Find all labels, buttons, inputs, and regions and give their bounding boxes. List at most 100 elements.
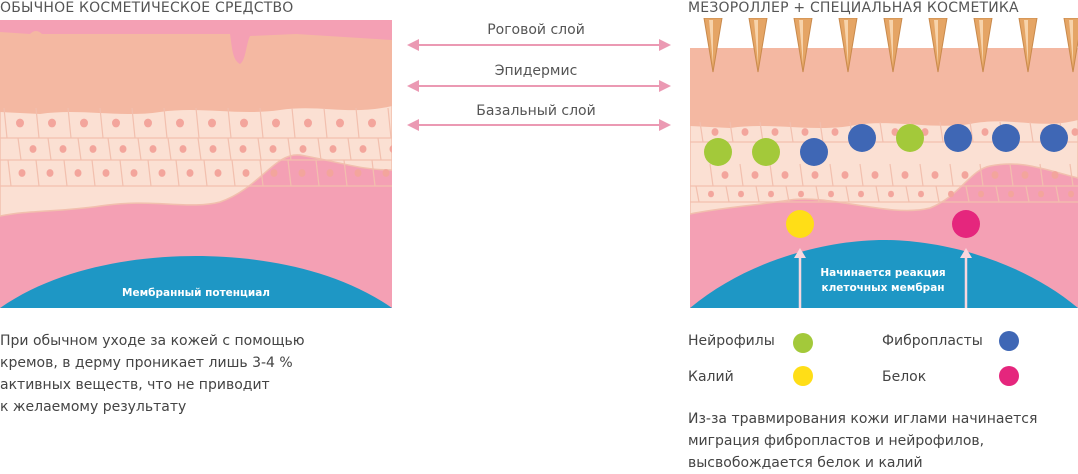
cell-nucleus — [768, 191, 774, 198]
cell-nucleus — [150, 145, 157, 153]
cell-nucleus — [1068, 191, 1074, 198]
cell-nucleus — [16, 119, 24, 128]
cell-nucleus — [798, 191, 804, 198]
cell-nucleus — [1022, 171, 1029, 179]
legend-dot-potassium — [793, 366, 813, 386]
legend-dot-protein — [999, 366, 1019, 386]
normal-skin-diagram: Мембранный потенциал — [0, 20, 392, 308]
fibroblast-cell — [992, 124, 1020, 152]
mesoroller-skin-diagram: Начинается реакция клеточных мембран — [690, 18, 1078, 308]
legend-dot-neutrophils — [793, 333, 813, 353]
cell-nucleus — [208, 119, 216, 128]
cell-nucleus — [782, 171, 789, 179]
cell-nucleus — [722, 171, 729, 179]
cell-nucleus — [978, 191, 984, 198]
legend-label-potassium: Калий — [688, 369, 734, 385]
left-description-line: активных веществ, что не приводит — [0, 374, 340, 396]
cell-nucleus — [215, 169, 222, 177]
legend-label-protein: Белок — [882, 369, 926, 385]
cell-nucleus — [176, 119, 184, 128]
cell-nucleus — [330, 145, 337, 153]
cell-nucleus — [932, 171, 939, 179]
cell-nucleus — [858, 191, 864, 198]
cell-nucleus — [918, 191, 924, 198]
cell-nucleus — [368, 119, 376, 128]
cell-nucleus — [48, 119, 56, 128]
cell-nucleus — [75, 169, 82, 177]
cell-nucleus — [271, 169, 278, 177]
cell-nucleus — [982, 128, 989, 136]
cell-nucleus — [304, 119, 312, 128]
neutrophil-cell — [704, 138, 732, 166]
cell-nucleus — [1052, 171, 1059, 179]
stratum-corneum-layer — [0, 31, 392, 114]
cell-nucleus — [355, 169, 362, 177]
cell-nucleus — [708, 191, 714, 198]
neutrophil-cell — [896, 124, 924, 152]
cell-nucleus — [60, 145, 67, 153]
layer-epidermis: Эпидермис — [413, 63, 665, 86]
cell-nucleus — [120, 145, 127, 153]
layer-labels: Роговой слой Эпидермис Базальный слой — [405, 18, 673, 148]
cell-nucleus — [383, 169, 390, 177]
protein-cell — [952, 210, 980, 238]
cell-nucleus — [270, 145, 277, 153]
cell-nucleus — [738, 191, 744, 198]
cell-nucleus — [832, 128, 839, 136]
stratum-corneum-layer — [690, 48, 1078, 128]
membrane-label: Мембранный потенциал — [122, 287, 270, 299]
cell-nucleus — [240, 145, 247, 153]
layer-label-epidermis: Эпидермис — [495, 63, 578, 79]
cell-nucleus — [144, 119, 152, 128]
cell-nucleus — [272, 119, 280, 128]
cell-nucleus — [240, 119, 248, 128]
cell-nucleus — [1038, 191, 1044, 198]
cell-nucleus — [336, 119, 344, 128]
cell-nucleus — [992, 171, 999, 179]
cell-nucleus — [872, 171, 879, 179]
cell-nucleus — [159, 169, 166, 177]
fibroblast-cell — [800, 138, 828, 166]
layer-basal: Базальный слой — [413, 103, 665, 125]
cell-nucleus — [812, 171, 819, 179]
legend-dot-fibroblasts — [999, 331, 1019, 351]
cell-nucleus — [47, 169, 54, 177]
cell-nucleus — [243, 169, 250, 177]
cell-nucleus — [299, 169, 306, 177]
cell-nucleus — [112, 119, 120, 128]
cell-nucleus — [327, 169, 334, 177]
legend-label-neutrophils: Нейрофилы — [688, 333, 775, 349]
cell-nucleus — [752, 171, 759, 179]
cell-nucleus — [902, 171, 909, 179]
left-panel-title: ОБЫЧНОЕ КОСМЕТИЧЕСКОЕ СРЕДСТВО — [0, 0, 294, 16]
cell-nucleus — [742, 128, 749, 136]
cell-nucleus — [962, 171, 969, 179]
cell-nucleus — [80, 119, 88, 128]
fibroblast-cell — [848, 124, 876, 152]
cell-nucleus — [210, 145, 217, 153]
legend-label-fibroblasts: Фибропласты — [882, 333, 983, 349]
cell-nucleus — [30, 145, 37, 153]
cell-nucleus — [948, 191, 954, 198]
right-description-line: Из-за травмирования кожи иглами начинает… — [688, 408, 1078, 430]
cell-nucleus — [103, 169, 110, 177]
left-description-line: кремов, в дерму проникает лишь 3-4 % — [0, 352, 340, 374]
cell-nucleus — [360, 145, 367, 153]
right-description-line: миграция фибропластов и нейрофилов, — [688, 430, 1078, 452]
potassium-cell — [786, 210, 814, 238]
cell-nucleus — [802, 128, 809, 136]
cell-nucleus — [712, 128, 719, 136]
cell-nucleus — [1008, 191, 1014, 198]
left-description-line: к желаемому результату — [0, 396, 340, 418]
right-description: Из-за травмирования кожи иглами начинает… — [688, 408, 1078, 474]
left-description-line: При обычном уходе за кожей с помощью — [0, 330, 340, 352]
cell-nucleus — [888, 191, 894, 198]
membrane-label-line1: Начинается реакция — [820, 267, 945, 279]
cell-nucleus — [828, 191, 834, 198]
layer-label-basal: Базальный слой — [476, 103, 595, 119]
left-description: При обычном уходе за кожей с помощью кре… — [0, 330, 340, 418]
layer-label-stratum: Роговой слой — [487, 22, 585, 38]
cell-nucleus — [300, 145, 307, 153]
cell-nucleus — [131, 169, 138, 177]
right-panel-title: МЕЗОРОЛЛЕР + СПЕЦИАЛЬНАЯ КОСМЕТИКА — [688, 0, 1019, 16]
